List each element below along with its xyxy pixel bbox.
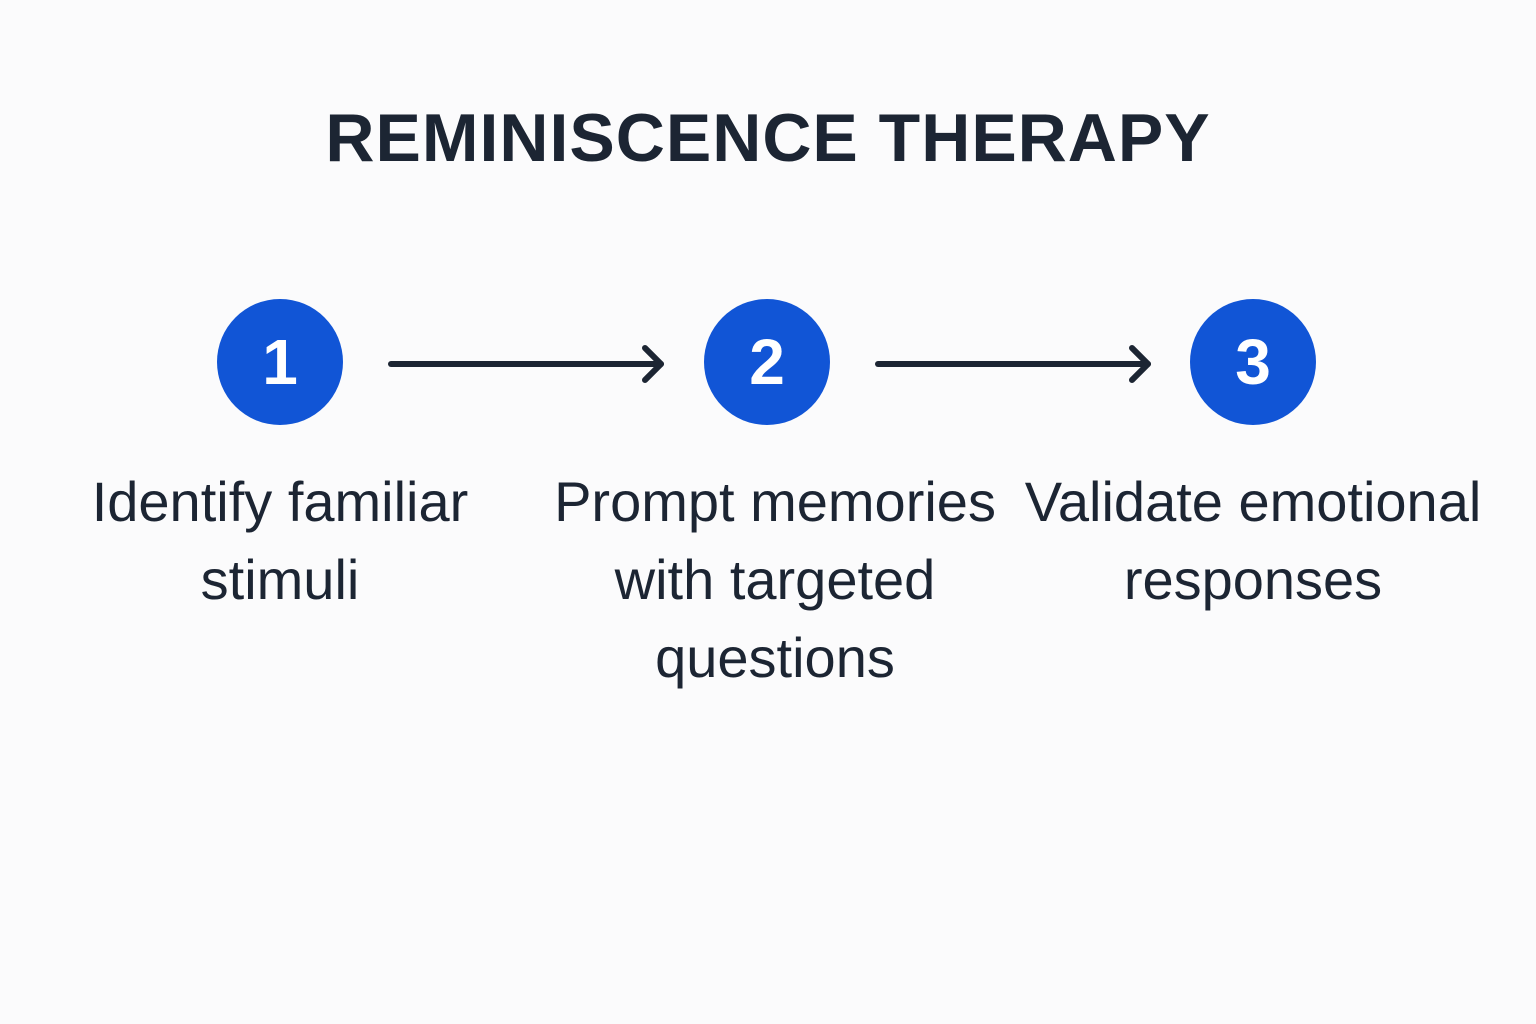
- step-1-label: Identify familiar stimuli: [91, 470, 469, 611]
- step-2-label: Prompt memories with targeted questions: [554, 470, 996, 689]
- step-1-circle: 1: [217, 299, 343, 425]
- step-3-number: 3: [1235, 326, 1271, 398]
- page-title: REMINISCENCE THERAPY: [325, 100, 1211, 176]
- step-2-number: 2: [749, 326, 785, 398]
- step-3-circle: 3: [1190, 299, 1316, 425]
- step-1-number: 1: [262, 326, 298, 398]
- step-3-label: Validate emotional responses: [1024, 470, 1482, 611]
- arrow-right-icon: [875, 345, 1151, 383]
- step-2-circle: 2: [704, 299, 830, 425]
- arrow-right-icon: [388, 345, 664, 383]
